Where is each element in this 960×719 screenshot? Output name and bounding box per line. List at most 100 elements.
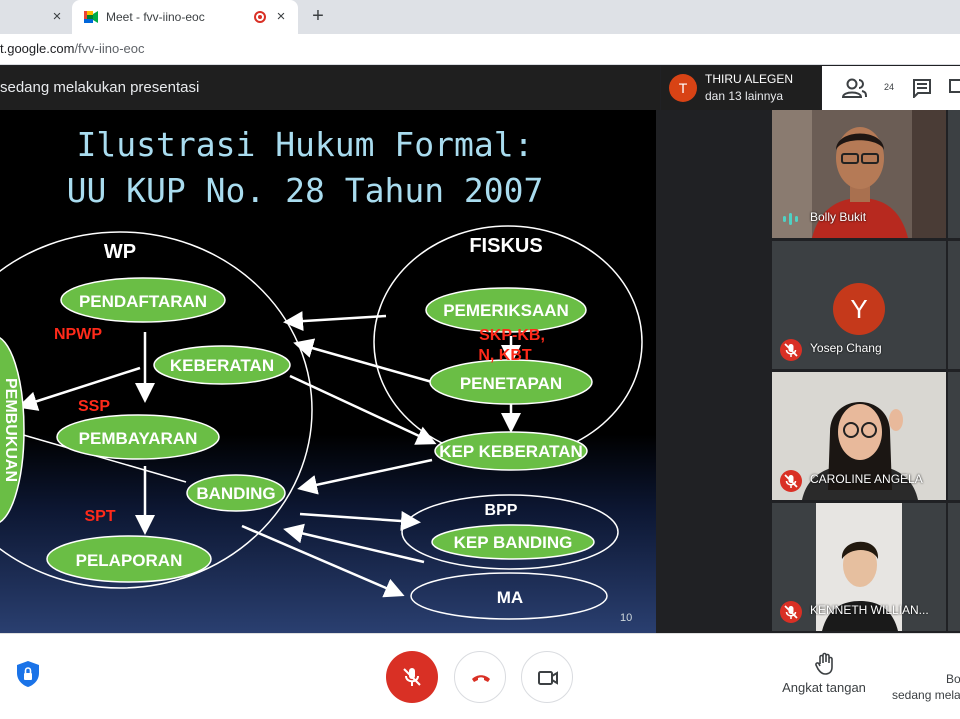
chat-button[interactable] [912, 78, 932, 100]
presenter-status-text: sedang mela [892, 688, 960, 702]
kep-keberatan-label: KEP KEBERATAN [439, 442, 583, 461]
arrow-pemeriksaan-wp [283, 311, 387, 332]
meeting-security-button[interactable] [12, 658, 44, 690]
participant-tile-partial[interactable] [948, 110, 960, 238]
audio-level-icon [783, 213, 798, 225]
url-text[interactable]: t.google.com/fvv-iino-eoc [0, 41, 145, 56]
kep-keberatan-node [434, 431, 588, 471]
participant-count: 24 [884, 82, 895, 92]
pendaftaran-label: PENDAFTARAN [79, 292, 207, 311]
participant-tile[interactable]: CAROLINE ANGELA [772, 372, 946, 500]
raise-hand-label: Angkat tangan [782, 680, 866, 695]
participant-tile[interactable]: Bolly Bukit [772, 110, 946, 238]
active-speaker-indicator: T THIRU ALEGEN dan 13 lainnya [661, 66, 821, 110]
mic-off-icon [780, 339, 802, 361]
bpp-circle [401, 494, 619, 570]
shield-lock-icon [17, 661, 39, 687]
presenter-name: Bo [946, 672, 960, 686]
recording-icon [254, 11, 266, 23]
participant-tile[interactable]: KENNETH WILLIAN... [772, 503, 946, 631]
url-path: /fvv-iino-eoc [74, 41, 145, 56]
arrow-banding-kepbanding [299, 510, 421, 531]
ma-label: MA [497, 588, 523, 607]
tab-title: Meet - fvv-iino-eoc [106, 10, 205, 24]
participant-name: KENNETH WILLIAN... [810, 603, 929, 617]
leave-call-button[interactable] [454, 651, 506, 703]
diagram: WP FISKUS PENDAFTARAN KEBERATAN PEMBAYAR… [0, 225, 643, 620]
mic-off-icon [780, 601, 802, 623]
google-meet-icon [84, 11, 98, 23]
arrow-keberatan-pembukuan [17, 366, 141, 411]
presentation-slide: Ilustrasi Hukum Formal: UU KUP No. 28 Ta… [0, 110, 656, 633]
participant-name: CAROLINE ANGELA [810, 472, 923, 486]
mic-off-icon [780, 470, 802, 492]
hang-up-icon [472, 675, 490, 682]
video-camera-icon [538, 671, 558, 685]
browser-tab-previous[interactable]: × [0, 0, 72, 34]
camera-toggle-button[interactable] [521, 651, 573, 703]
pembukuan-label: PEMBUKUAN [2, 378, 19, 482]
participant-video [772, 110, 946, 238]
meeting-controls: Angkat tangan Bo sedang mela [0, 633, 960, 719]
pelaporan-node [46, 535, 212, 583]
participant-name: Yosep Chang [810, 341, 882, 355]
participant-name: Bolly Bukit [810, 210, 867, 224]
arrow-banding-pembukuan [19, 433, 187, 483]
mic-off-icon [403, 668, 421, 686]
slide-page-number: 10 [620, 612, 633, 624]
wp-circle [0, 231, 313, 589]
arrow-kepkeberatan-banding [297, 458, 433, 495]
fiskus-label: FISKUS [469, 235, 542, 257]
raise-hand-button[interactable]: Angkat tangan [780, 652, 868, 702]
browser-tab-meet[interactable]: Meet - fvv-iino-eoc × [72, 0, 298, 34]
skp-label-line1: SKP-KB, [479, 327, 545, 344]
wp-label: WP [104, 241, 136, 263]
participant-tile-partial[interactable] [948, 503, 960, 631]
spt-label: SPT [84, 508, 115, 525]
tab-close-icon[interactable]: × [52, 8, 62, 25]
avatar: Y [833, 283, 885, 335]
presenter-status[interactable]: Bo sedang mela [892, 670, 960, 710]
people-button[interactable]: 24 [840, 74, 894, 102]
chat-icon [913, 79, 931, 100]
raise-hand-icon [815, 652, 833, 675]
ssp-label: SSP [78, 398, 110, 415]
meet-stage: sedang melakukan presentasi T THIRU ALEG… [0, 66, 960, 633]
participant-tile[interactable]: Y Yosep Chang [772, 241, 946, 369]
participant-tile-partial[interactable] [948, 372, 960, 500]
participant-tile-partial[interactable] [948, 241, 960, 369]
kep-banding-node [431, 524, 595, 560]
pembukuan-node [0, 337, 25, 523]
shapes-icon [949, 79, 960, 93]
pembayaran-node [56, 414, 220, 460]
arrow-wp-ma [241, 524, 405, 598]
keberatan-label: KEBERATAN [170, 356, 274, 375]
slide-title-line1: Ilustrasi Hukum Formal: [76, 125, 534, 164]
penetapan-label: PENETAPAN [460, 374, 562, 393]
top-actions: 24 [822, 66, 960, 110]
tab-close-icon[interactable]: × [276, 8, 286, 25]
microphone-toggle-button[interactable] [386, 651, 438, 703]
new-tab-button[interactable]: + [312, 5, 324, 27]
address-bar[interactable]: t.google.com/fvv-iino-eoc [0, 34, 960, 65]
banding-node [186, 474, 286, 512]
kep-banding-label: KEP BANDING [454, 533, 573, 552]
pendaftaran-node [60, 277, 226, 323]
more-options-button[interactable] [948, 76, 960, 100]
pemeriksaan-node [425, 287, 587, 333]
people-icon [841, 78, 867, 98]
arrow-keberatan-kepkeberatan [289, 374, 437, 445]
bpp-label: BPP [485, 502, 518, 519]
slide-title: Ilustrasi Hukum Formal: UU KUP No. 28 Ta… [0, 122, 610, 214]
speaker-name: THIRU ALEGEN [705, 72, 794, 86]
npwp-label: NPWP [54, 326, 102, 343]
pembayaran-label: PEMBAYARAN [79, 429, 198, 448]
speaker-others: dan 13 lainnya [705, 89, 784, 103]
penetapan-node [429, 359, 593, 405]
skp-label-line2: N, KBT [478, 347, 532, 364]
slide-title-line2: UU KUP No. 28 Tahun 2007 [66, 171, 544, 210]
arrow-bpp-wp [283, 523, 425, 564]
avatar: T [669, 74, 697, 102]
banding-label: BANDING [196, 484, 275, 503]
ma-circle [410, 572, 608, 620]
